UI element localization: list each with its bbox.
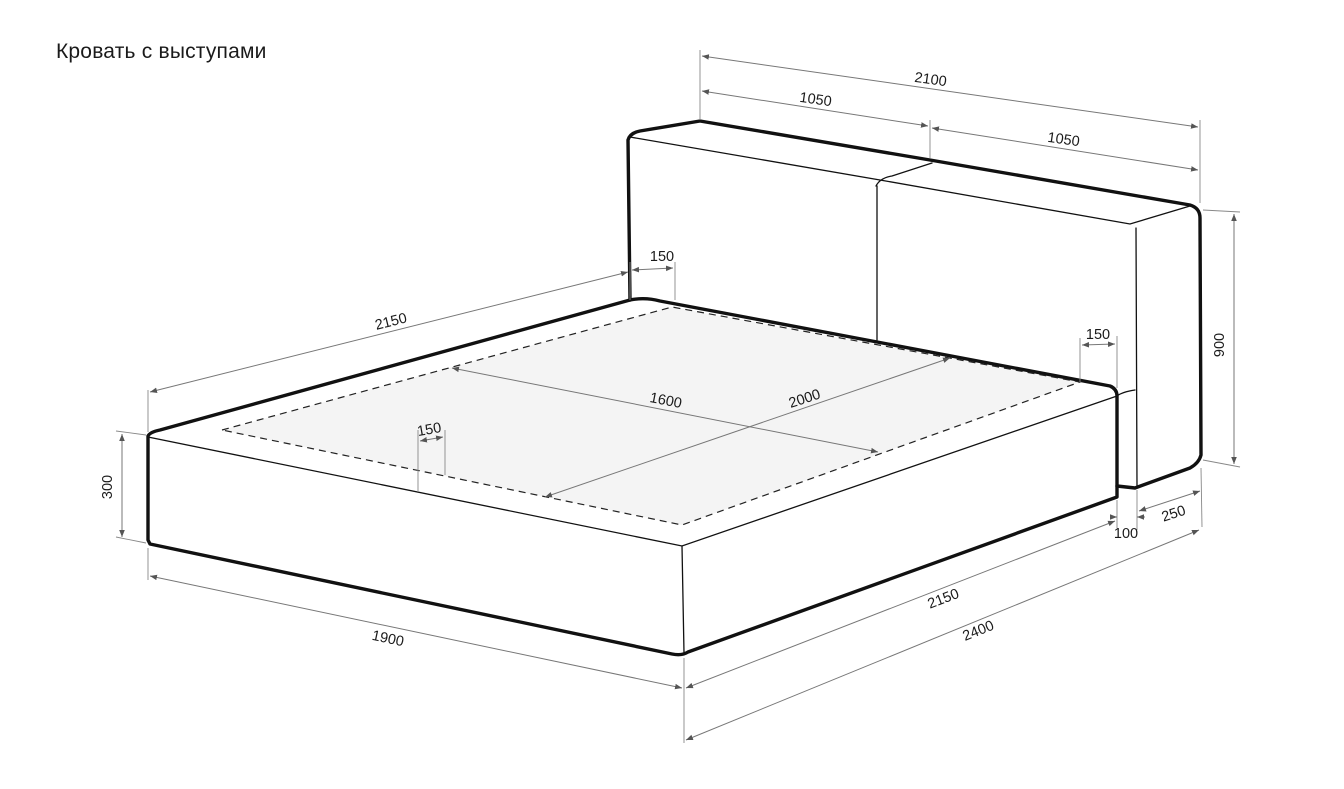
- dim-headboard-height: 900: [1212, 333, 1228, 357]
- dim-ledge-top: 150: [650, 249, 674, 265]
- dim-headboard-total: 2100: [913, 70, 947, 90]
- dim-ledge-front: 150: [416, 420, 443, 440]
- dim-base-height: 300: [100, 475, 116, 499]
- dim-gap: 100: [1114, 526, 1138, 542]
- mattress-area: [222, 307, 1080, 525]
- headboard: [626, 119, 1203, 490]
- dim-headboard-depth: 250: [1160, 503, 1188, 526]
- dim-mattress-width: 1600: [648, 390, 683, 412]
- dim-headboard-left: 1050: [798, 90, 832, 110]
- dim-headboard-right: 1050: [1046, 130, 1080, 150]
- dim-side-bottom: 2150: [926, 586, 962, 613]
- dim-total-length: 2400: [961, 618, 997, 645]
- dimension-lines: [115, 50, 1241, 743]
- dim-side-top: 2150: [373, 310, 408, 333]
- page-title: Кровать с выступами: [56, 40, 267, 63]
- dim-ledge-right: 150: [1086, 327, 1110, 343]
- dim-base-width: 1900: [370, 628, 405, 650]
